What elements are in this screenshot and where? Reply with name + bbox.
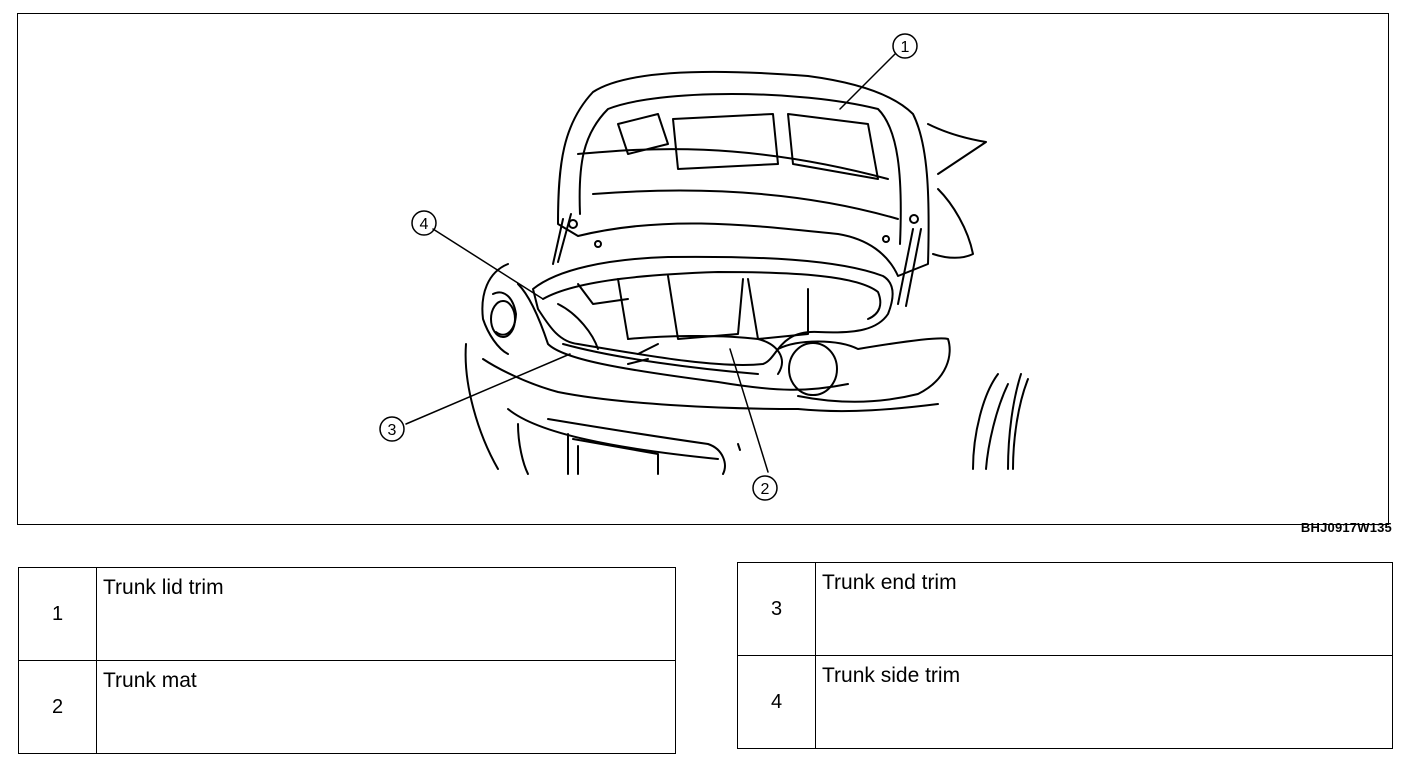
trunk-lid <box>552 70 987 307</box>
legend-label: Trunk mat <box>96 660 676 754</box>
callout-2-label: 2 <box>761 481 770 498</box>
callout-3-label: 3 <box>388 422 397 439</box>
legend-number: 1 <box>18 567 97 661</box>
legend-number: 3 <box>737 562 816 656</box>
legend-label: Trunk end trim <box>815 562 1393 656</box>
legend-table-right: 3 Trunk end trim 4 Trunk side trim <box>737 562 1393 749</box>
legend-label: Trunk side trim <box>815 655 1393 749</box>
callout-4: 4 <box>411 210 437 236</box>
callout-2: 2 <box>752 475 778 501</box>
legend-number: 4 <box>737 655 816 749</box>
legend-table-left: 1 Trunk lid trim 2 Trunk mat <box>18 567 676 754</box>
callout-1: 1 <box>892 33 918 59</box>
legend-row: 1 Trunk lid trim <box>18 567 676 661</box>
callout-4-label: 4 <box>420 216 429 233</box>
trunk-illustration: 1 4 3 2 <box>379 33 1029 501</box>
callout-1-label: 1 <box>901 39 910 56</box>
figure-code: BHJ0917W135 <box>1300 520 1392 535</box>
legend-number: 2 <box>18 660 97 754</box>
rear-body <box>464 263 1029 475</box>
figure-frame: 1 4 3 2 <box>17 13 1389 525</box>
legend-row: 4 Trunk side trim <box>737 655 1393 749</box>
trunk-cargo-area <box>532 255 894 375</box>
leader-lines <box>405 53 896 473</box>
callout-3: 3 <box>379 416 405 442</box>
legend-label: Trunk lid trim <box>96 567 676 661</box>
legend-row: 3 Trunk end trim <box>737 562 1393 656</box>
legend-row: 2 Trunk mat <box>18 660 676 754</box>
